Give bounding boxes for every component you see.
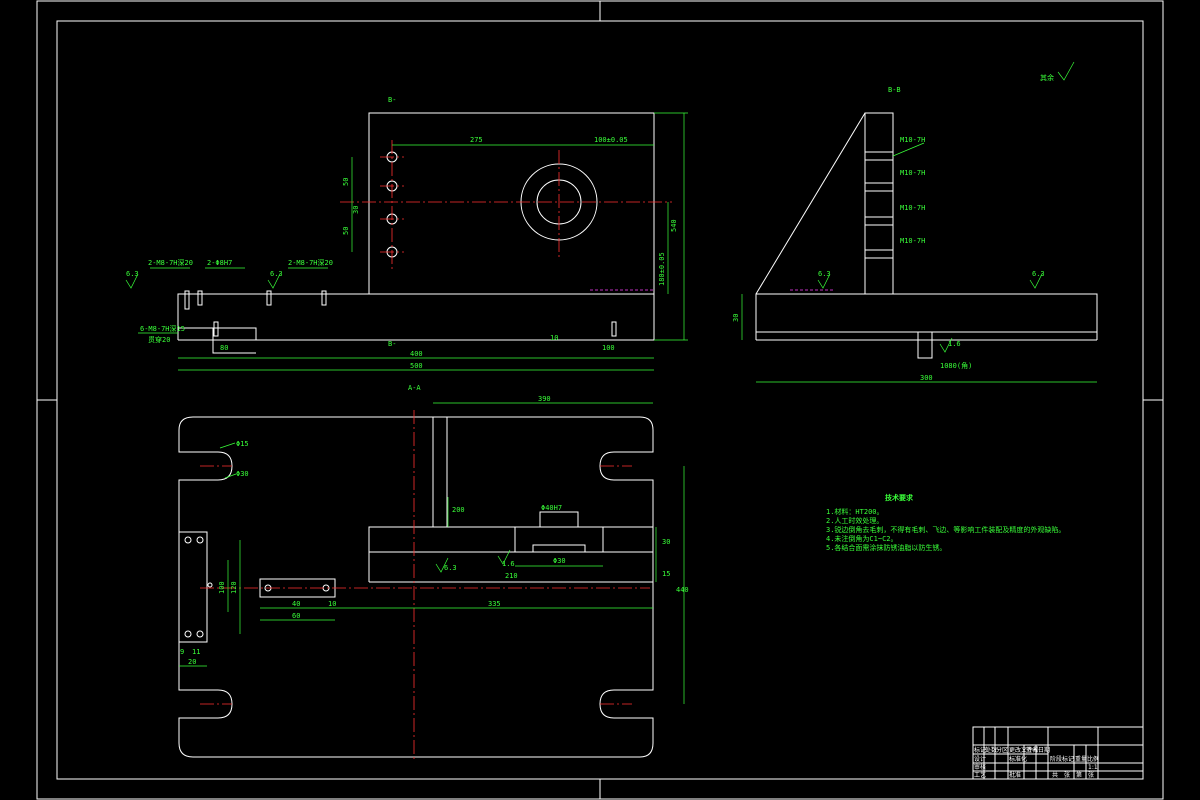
callout-b: 2-Φ8H7: [207, 259, 232, 267]
tb-review: 审核: [974, 763, 986, 771]
plan-dim-20: 20: [188, 658, 196, 666]
roughness-symbol-icon: 其余: [1040, 61, 1075, 82]
callout-d: 6-M8-7H深15: [140, 324, 185, 333]
side-thread-2: M10-7H: [900, 169, 925, 177]
dim-540: 540: [670, 219, 678, 232]
side-ra-b: 6.3: [1032, 270, 1045, 278]
roughness-note: 其余: [1040, 73, 1054, 82]
side-ra-c: 1.6: [948, 340, 961, 348]
dim-275: 275: [470, 136, 483, 144]
side-thread-1: M10-7H: [900, 136, 925, 144]
dim-50-b: 50: [342, 227, 350, 235]
front-view: B- 275 100±0.05: [125, 96, 688, 371]
tb-stage: 阶段标记: [1050, 755, 1074, 763]
tb-change-doc: 更改文件号: [1009, 746, 1039, 754]
dim-100: 100: [602, 344, 615, 352]
dim-180-tol: 180±0.05: [658, 252, 666, 286]
plan-dim-120: 120: [230, 581, 238, 594]
plan-dim-40: 40: [292, 600, 300, 608]
tb-approve: 批准: [1009, 771, 1021, 779]
plan-dim-phi15: Φ15: [236, 440, 249, 448]
tech-item-5: 5.各结合面需涂抹防锈油脂以防生锈。: [826, 543, 946, 552]
tech-item-4: 4.未注倒角为C1~C2。: [826, 534, 898, 543]
callout-e: 贯穿20: [148, 335, 170, 344]
plan-dim-bore-top: Φ40H7: [541, 504, 562, 512]
tb-scale-value: 1:1: [1088, 764, 1098, 771]
plan-dim-phi30: Φ30: [236, 470, 249, 478]
plan-dim-440: 440: [676, 586, 689, 594]
ra-front-b: 6.3: [270, 270, 283, 278]
dim-500: 500: [410, 362, 423, 370]
side-dim-300: 300: [920, 374, 933, 382]
plan-dim-bore-bottom: Φ30: [553, 557, 566, 565]
tb-sheet-total-unit: 张: [1064, 771, 1070, 779]
plan-dim-390: 390: [538, 395, 551, 403]
tech-title: 技术要求: [885, 493, 914, 502]
dim-400: 400: [410, 350, 423, 358]
tb-count: 处数: [985, 746, 997, 754]
view-label-plan: A-A: [408, 384, 421, 392]
tb-sign: 签名: [1026, 746, 1038, 754]
plan-dim-10: 10: [328, 600, 336, 608]
plan-view: A-A 390 200 Φ15 Φ30: [178, 384, 689, 760]
side-ra-a: 6.3: [818, 270, 831, 278]
tb-date: 日期: [1038, 746, 1050, 754]
tb-weight: 重量: [1075, 755, 1087, 763]
dim-10: 10: [550, 334, 558, 342]
ra-front-a: 6.3: [126, 270, 139, 278]
drawing-frame: [36, 0, 1164, 800]
plan-dim-11: 11: [192, 648, 200, 656]
plan-dim-60: 60: [292, 612, 300, 620]
dim-30: 30: [352, 206, 360, 214]
callout-c: 2-M8-7H深20: [288, 258, 333, 267]
view-label-front-top: B-: [388, 96, 396, 104]
dim-100-tol: 100±0.05: [594, 136, 628, 144]
plan-dim-15: 15: [662, 570, 670, 578]
tb-design: 设计: [974, 755, 986, 763]
dim-80: 80: [220, 344, 228, 352]
side-dim-30: 30: [732, 314, 740, 322]
tb-sheet-no-unit: 张: [1088, 771, 1094, 779]
tech-item-3: 3.锐边倒角去毛刺，不得有毛刺、飞边、等影响工件装配及精度的外观缺陷。: [826, 525, 1065, 534]
tech-item-1: 1.材料：HT200。: [826, 507, 884, 516]
dim-50-a: 50: [342, 178, 350, 186]
title-block: 标记 处数 分区 更改文件号 签名 日期 设计 标准化 审核 工艺 批准 阶段标…: [972, 726, 1144, 780]
plan-ra-b: 1.6: [502, 560, 515, 568]
plan-dim-9: 9: [180, 648, 184, 656]
tb-scale: 比例: [1087, 755, 1099, 763]
tb-standard: 标准化: [1009, 755, 1027, 763]
tb-mark: 标记: [974, 746, 986, 754]
view-label-front-bottom: B-: [388, 340, 396, 348]
plan-dim-100: 100: [218, 581, 226, 594]
plan-dim-30: 30: [662, 538, 670, 546]
technical-requirements: 技术要求 1.材料：HT200。 2.人工时效处理。 3.锐边倒角去毛刺，不得有…: [826, 493, 1065, 552]
plan-dim-210: 210: [505, 572, 518, 580]
side-view: B-B M10-7H M10-7H M10-7H M10-7H 300 30 6…: [732, 86, 1098, 383]
tb-process: 工艺: [974, 771, 986, 779]
side-thread-3: M10-7H: [900, 204, 925, 212]
callout-a: 2-M8-7H深20: [148, 258, 193, 267]
plan-dim-335: 335: [488, 600, 501, 608]
side-thread-4: M10-7H: [900, 237, 925, 245]
side-note: 1080(角): [940, 361, 972, 370]
view-label-side: B-B: [888, 86, 901, 94]
tech-item-2: 2.人工时效处理。: [826, 516, 883, 525]
plan-ra-a: 6.3: [444, 564, 457, 572]
plan-dim-200: 200: [452, 506, 465, 514]
tb-sheet-no-label: 第: [1076, 771, 1082, 779]
tb-sheet-total-label: 共: [1052, 771, 1058, 779]
tb-zone: 分区: [996, 746, 1008, 754]
